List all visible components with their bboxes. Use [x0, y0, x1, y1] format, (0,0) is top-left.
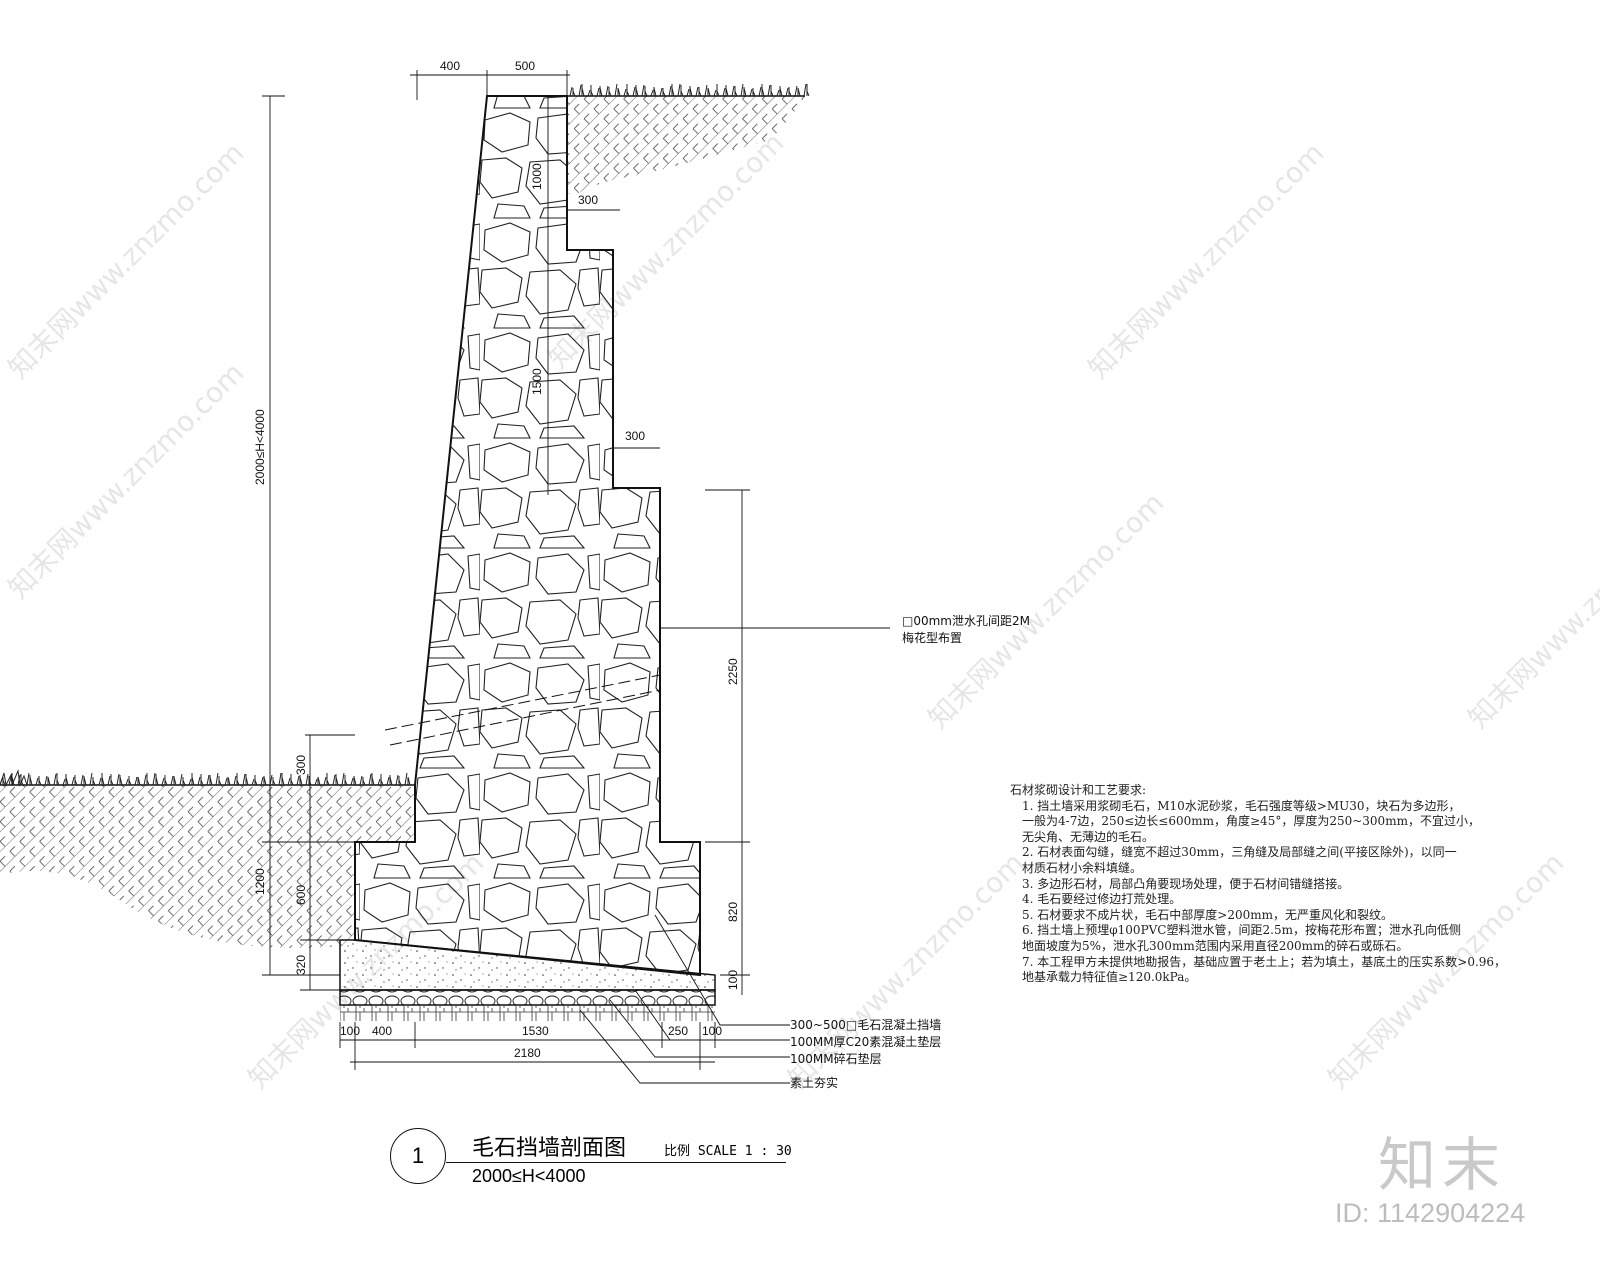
drawing-scale: 比例 SCALE 1 : 30 [664, 1144, 792, 1159]
drain-pipe [384, 674, 661, 746]
note-line: 一般为4-7边，250≤边长≤600mm，角度≥45°，厚度为250~300mm… [1022, 814, 1480, 829]
dim-right-100: 100 [726, 970, 740, 990]
grass-left [0, 772, 411, 786]
dim-1500: 1500 [530, 368, 544, 395]
construction-notes: 石材浆砌设计和工艺要求: 1. 挡土墙采用浆砌毛石，M10水泥砂浆，毛石强度等级… [1010, 783, 1506, 986]
note-line: 地面坡度为5%，泄水孔300mm范围内采用直径200mm的碎石或砾石。 [1022, 938, 1409, 953]
note-line: 3. 多边形石材，局部凸角要现场处理，便于石材间错缝搭接。 [1022, 876, 1350, 891]
dim-320: 320 [294, 955, 308, 975]
dim-300-left: 300 [294, 755, 308, 775]
drawing-title: 毛石挡墙剖面图 [472, 1136, 627, 1161]
dim-600: 600 [294, 885, 308, 905]
note-line: 无尖角、无薄边的毛石。 [1022, 829, 1155, 844]
note-item: 7. 本工程甲方未提供地勘报告，基础应置于老土上；若为填土，基底土的压实系数>0… [1010, 955, 1506, 986]
concrete-cushion [339, 939, 716, 991]
dim-bottom-400: 400 [372, 1024, 392, 1038]
drain-callout-line1: □00mm泄水孔间距2M [902, 614, 1030, 628]
watermark-id: ID: 1142904224 [1335, 1198, 1526, 1228]
dim-1200: 1200 [253, 868, 267, 895]
gravel-cushion [339, 989, 716, 1006]
note-line: 1. 挡土墙采用浆砌毛石，M10水泥砂浆，毛石强度等级>MU30，块石为多边形， [1022, 798, 1461, 813]
left-soil [0, 785, 415, 948]
svg-text:知末网www.znzmo.com: 知末网www.znzmo.com [922, 486, 1171, 735]
note-line: 材质石材小余料填缝。 [1022, 860, 1143, 875]
dim-top-500: 500 [515, 59, 535, 73]
dim-bottom-100b: 100 [702, 1024, 722, 1038]
notes-heading: 石材浆砌设计和工艺要求: [1010, 783, 1147, 797]
dim-820: 820 [726, 902, 740, 922]
dim-bottom-1530: 1530 [522, 1024, 549, 1038]
dim-height-range: 2000≤H<4000 [253, 409, 267, 485]
svg-text:知末网www.znzmo.com: 知末网www.znzmo.com [2, 356, 251, 605]
note-line: 5. 石材要求不成片状，毛石中部厚度>200mm，无严重风化和裂纹。 [1022, 907, 1393, 922]
note-line: 6. 挡土墙上预埋φ100PVC塑料泄水管，间距2.5m，按梅花形布置；泄水孔向… [1022, 923, 1461, 938]
svg-text:知末网www.znzmo.com: 知末网www.znzmo.com [1082, 136, 1331, 385]
dim-top-400: 400 [440, 59, 460, 73]
note-line: 地基承载力特征值≥120.0kPa。 [1022, 970, 1197, 985]
note-item: 2. 石材表面勾缝，缝宽不超过30mm，三角缝及局部缝之间(平接区除外)，以同一… [1010, 845, 1506, 876]
compacted-soil [340, 1005, 715, 1021]
note-item: 6. 挡土墙上预埋φ100PVC塑料泄水管，间距2.5m，按梅花形布置；泄水孔向… [1010, 923, 1506, 954]
dim-bottom-250: 250 [668, 1024, 688, 1038]
rubble-wall [354, 95, 701, 977]
dim-2250: 2250 [726, 658, 740, 685]
dimension-lines [262, 70, 890, 1084]
right-soil [567, 96, 805, 195]
svg-text:知末网www.znzmo.com: 知末网www.znzmo.com [2, 136, 251, 385]
layer-concrete-label: 100MM厚C20素混凝土垫层 [790, 1034, 941, 1049]
note-item: 1. 挡土墙采用浆砌毛石，M10水泥砂浆，毛石强度等级>MU30，块石为多边形，… [1010, 799, 1506, 846]
dim-1000: 1000 [530, 163, 544, 190]
layer-wall-label: 300~500□毛石混凝土挡墙 [790, 1017, 941, 1032]
note-line: 7. 本工程甲方未提供地勘报告，基础应置于老土上；若为填土，基底土的压实系数>0… [1022, 954, 1507, 969]
dim-bottom-2180: 2180 [514, 1046, 541, 1060]
grass-right [569, 83, 810, 97]
note-item: 4. 毛石要经过修边打荒处理。 [1010, 892, 1506, 908]
note-item: 3. 多边形石材，局部凸角要现场处理，便于石材间错缝搭接。 [1010, 877, 1506, 893]
note-item: 5. 石材要求不成片状，毛石中部厚度>200mm，无严重风化和裂纹。 [1010, 908, 1506, 924]
layer-soil-label: 素土夯实 [790, 1075, 838, 1090]
drawing-number: 1 [390, 1128, 446, 1184]
dim-bottom-100a: 100 [340, 1024, 360, 1038]
note-line: 2. 石材表面勾缝，缝宽不超过30mm，三角缝及局部缝之间(平接区除外)，以同一 [1022, 845, 1457, 860]
drawing-subtitle: 2000≤H<4000 [472, 1166, 586, 1186]
dim-300b: 300 [625, 429, 645, 443]
layer-gravel-label: 100MM碎石垫层 [790, 1051, 882, 1066]
dim-300a: 300 [578, 193, 598, 207]
title-underline [446, 1162, 786, 1163]
svg-text:知末网www.znzmo.com: 知末网www.znzmo.com [1462, 486, 1600, 735]
drain-callout-line2: 梅花型布置 [902, 630, 962, 645]
note-line: 4. 毛石要经过修边打荒处理。 [1022, 892, 1182, 907]
watermark-logo: 知末 [1378, 1131, 1507, 1199]
